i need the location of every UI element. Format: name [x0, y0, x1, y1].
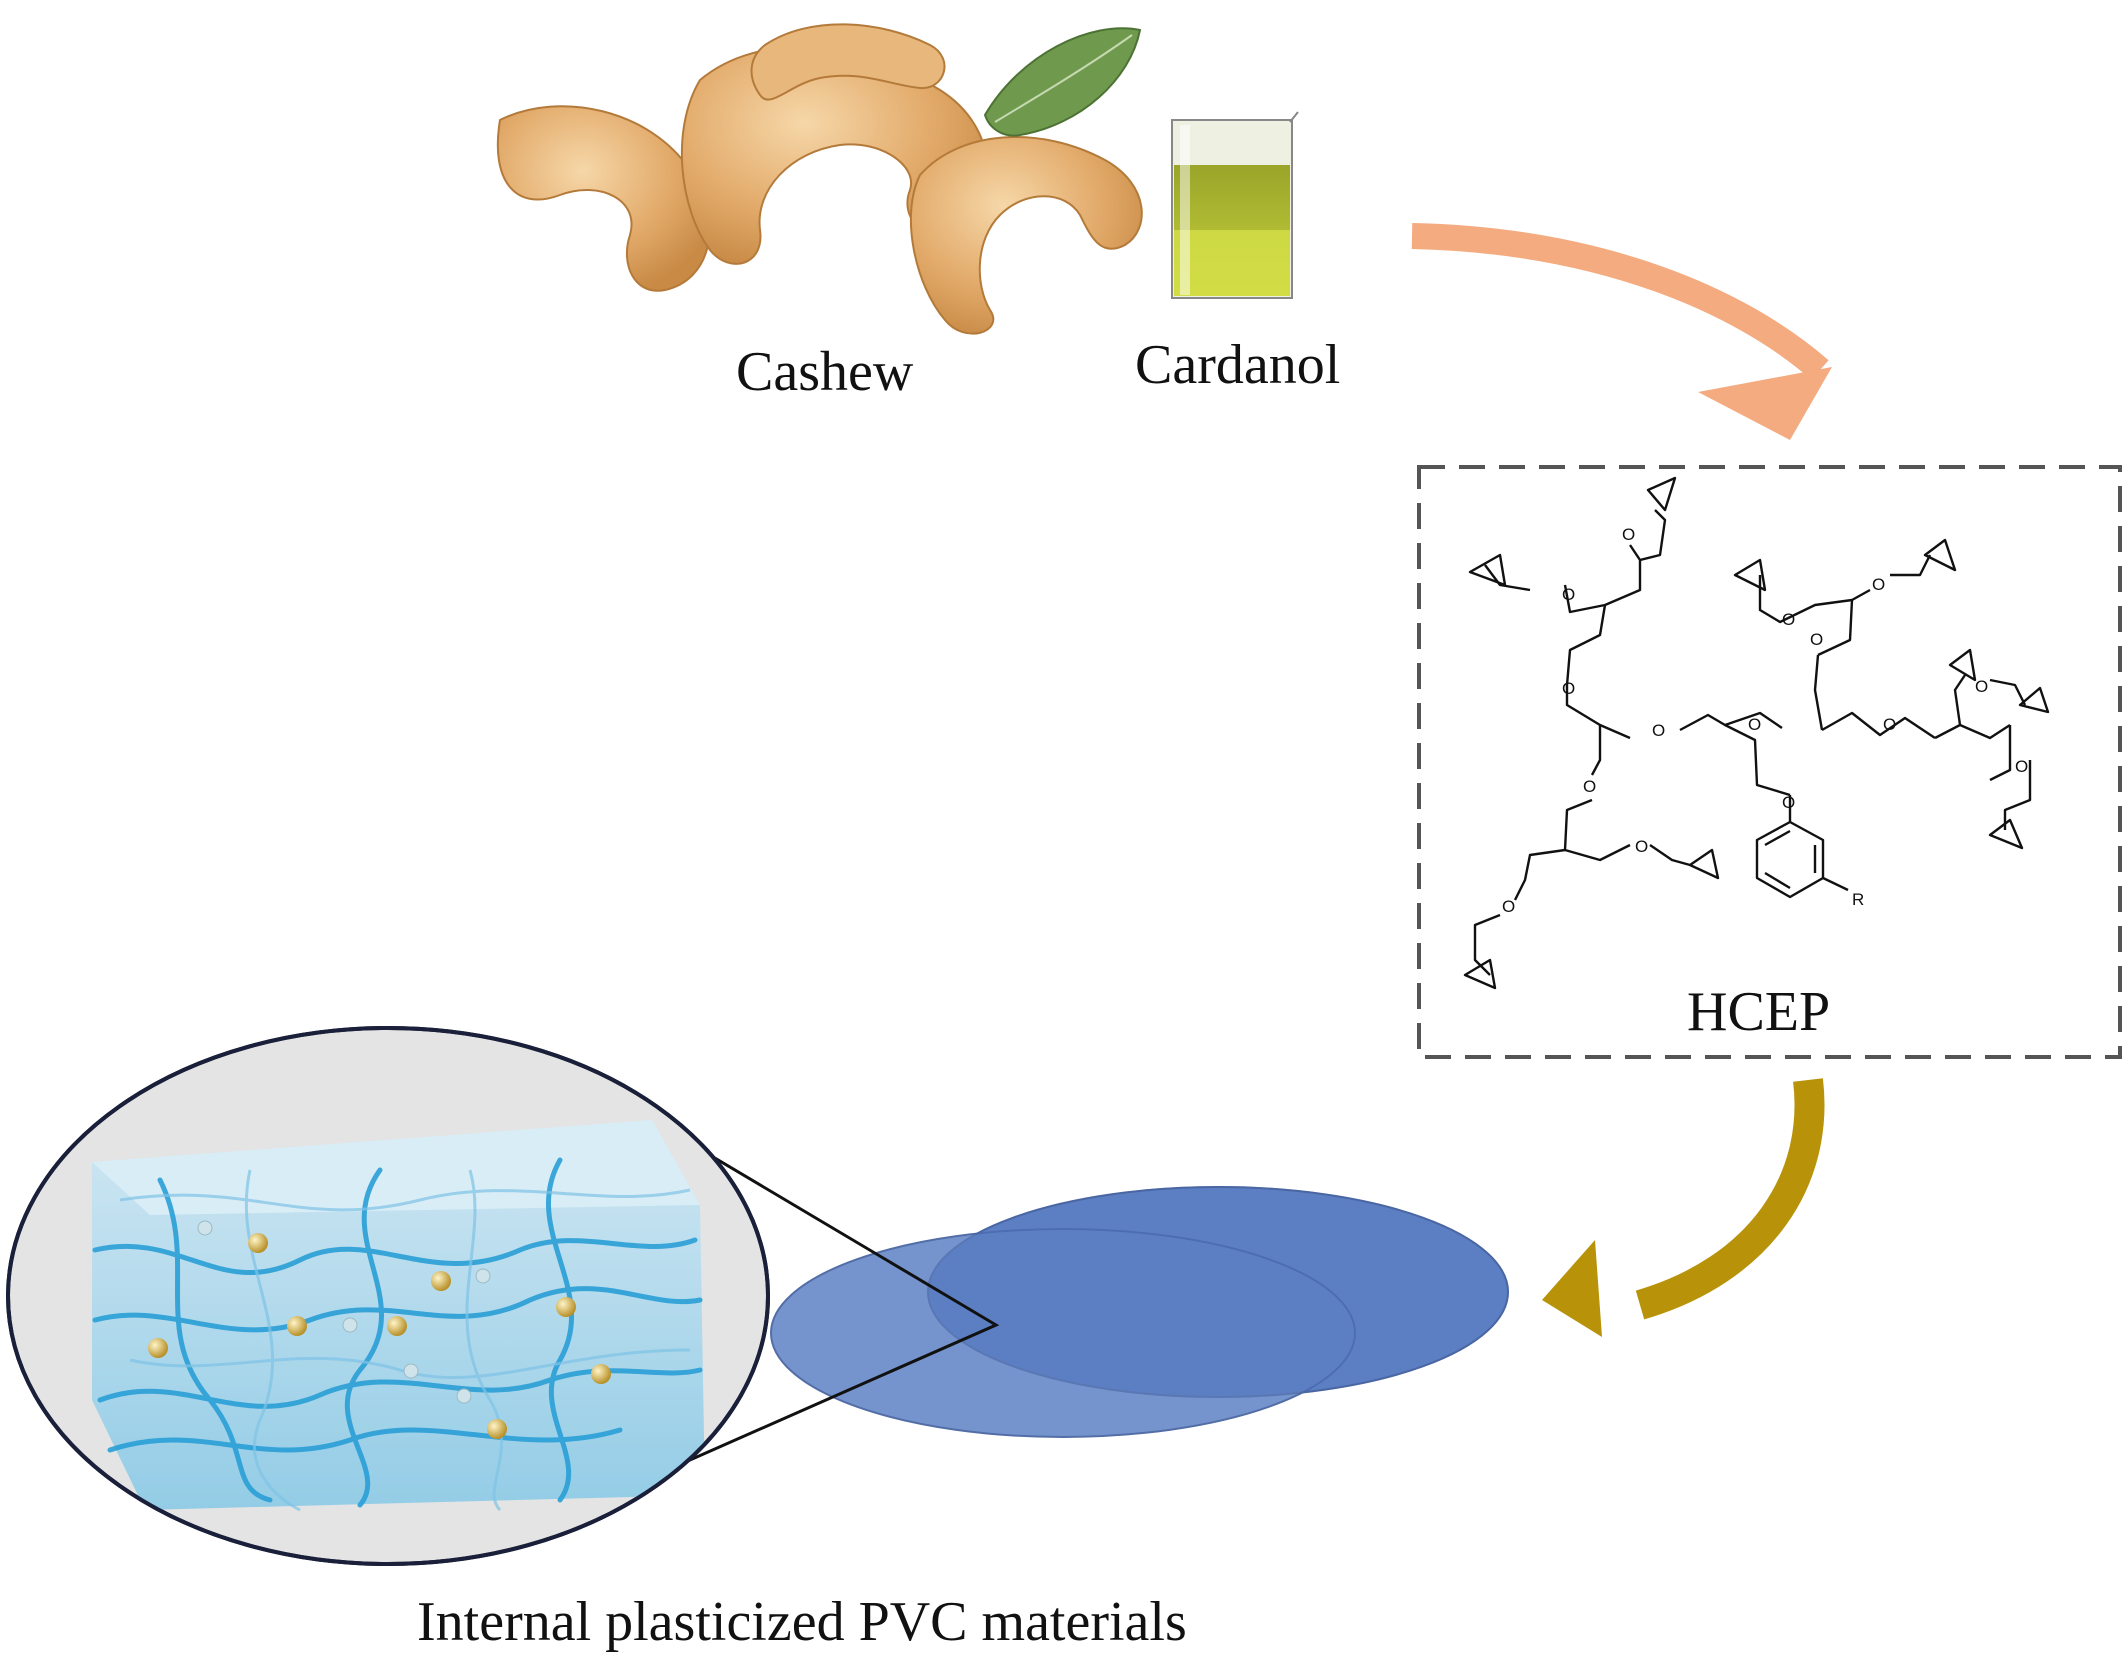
arrow-hcep-to-pvc — [1542, 1078, 1825, 1337]
hcep-label: HCEP — [1687, 981, 1831, 1043]
oxygen-atom: O — [1562, 585, 1575, 604]
magnified-view — [6, 1026, 770, 1566]
hcep-box — [1417, 465, 2122, 1059]
arrow-cardanol-to-hcep — [1411, 223, 1832, 440]
pvc-discs — [770, 1186, 1509, 1438]
polymer-chains — [92, 1157, 703, 1508]
cashew-label: Cashew — [736, 341, 914, 403]
cardanol-label: Cardanol — [1135, 334, 1341, 396]
pvc-label: Internal plasticized PVC materials — [417, 1591, 1187, 1653]
oxygen-atom: O — [1782, 793, 1795, 812]
oxygen-atom: O — [1502, 897, 1515, 916]
substituent-r: R — [1852, 890, 1864, 909]
oxygen-atom: O — [1810, 630, 1823, 649]
oxygen-atom: O — [1652, 721, 1665, 740]
oxygen-atom: O — [1883, 715, 1896, 734]
oxygen-atom: O — [1562, 679, 1575, 698]
cashew-image — [496, 23, 1143, 335]
hcep-structure — [1463, 476, 2050, 990]
magnifier-lines — [664, 1133, 1000, 1473]
oxygen-atom: O — [1782, 610, 1795, 629]
oxygen-atom: O — [2015, 757, 2028, 776]
cardanol-beaker-image — [1171, 111, 1299, 299]
oxygen-atom: O — [1975, 677, 1988, 696]
oxygen-atom: O — [1748, 715, 1761, 734]
oxygen-atom: O — [1622, 525, 1635, 544]
oxygen-atom: O — [1583, 777, 1596, 796]
hcep-atom-labels: O O O O O O O O O O O O O O O R — [1502, 525, 2028, 916]
oxygen-atom: O — [1635, 837, 1648, 856]
particles — [148, 1220, 611, 1439]
oxygen-atom: O — [1872, 575, 1885, 594]
